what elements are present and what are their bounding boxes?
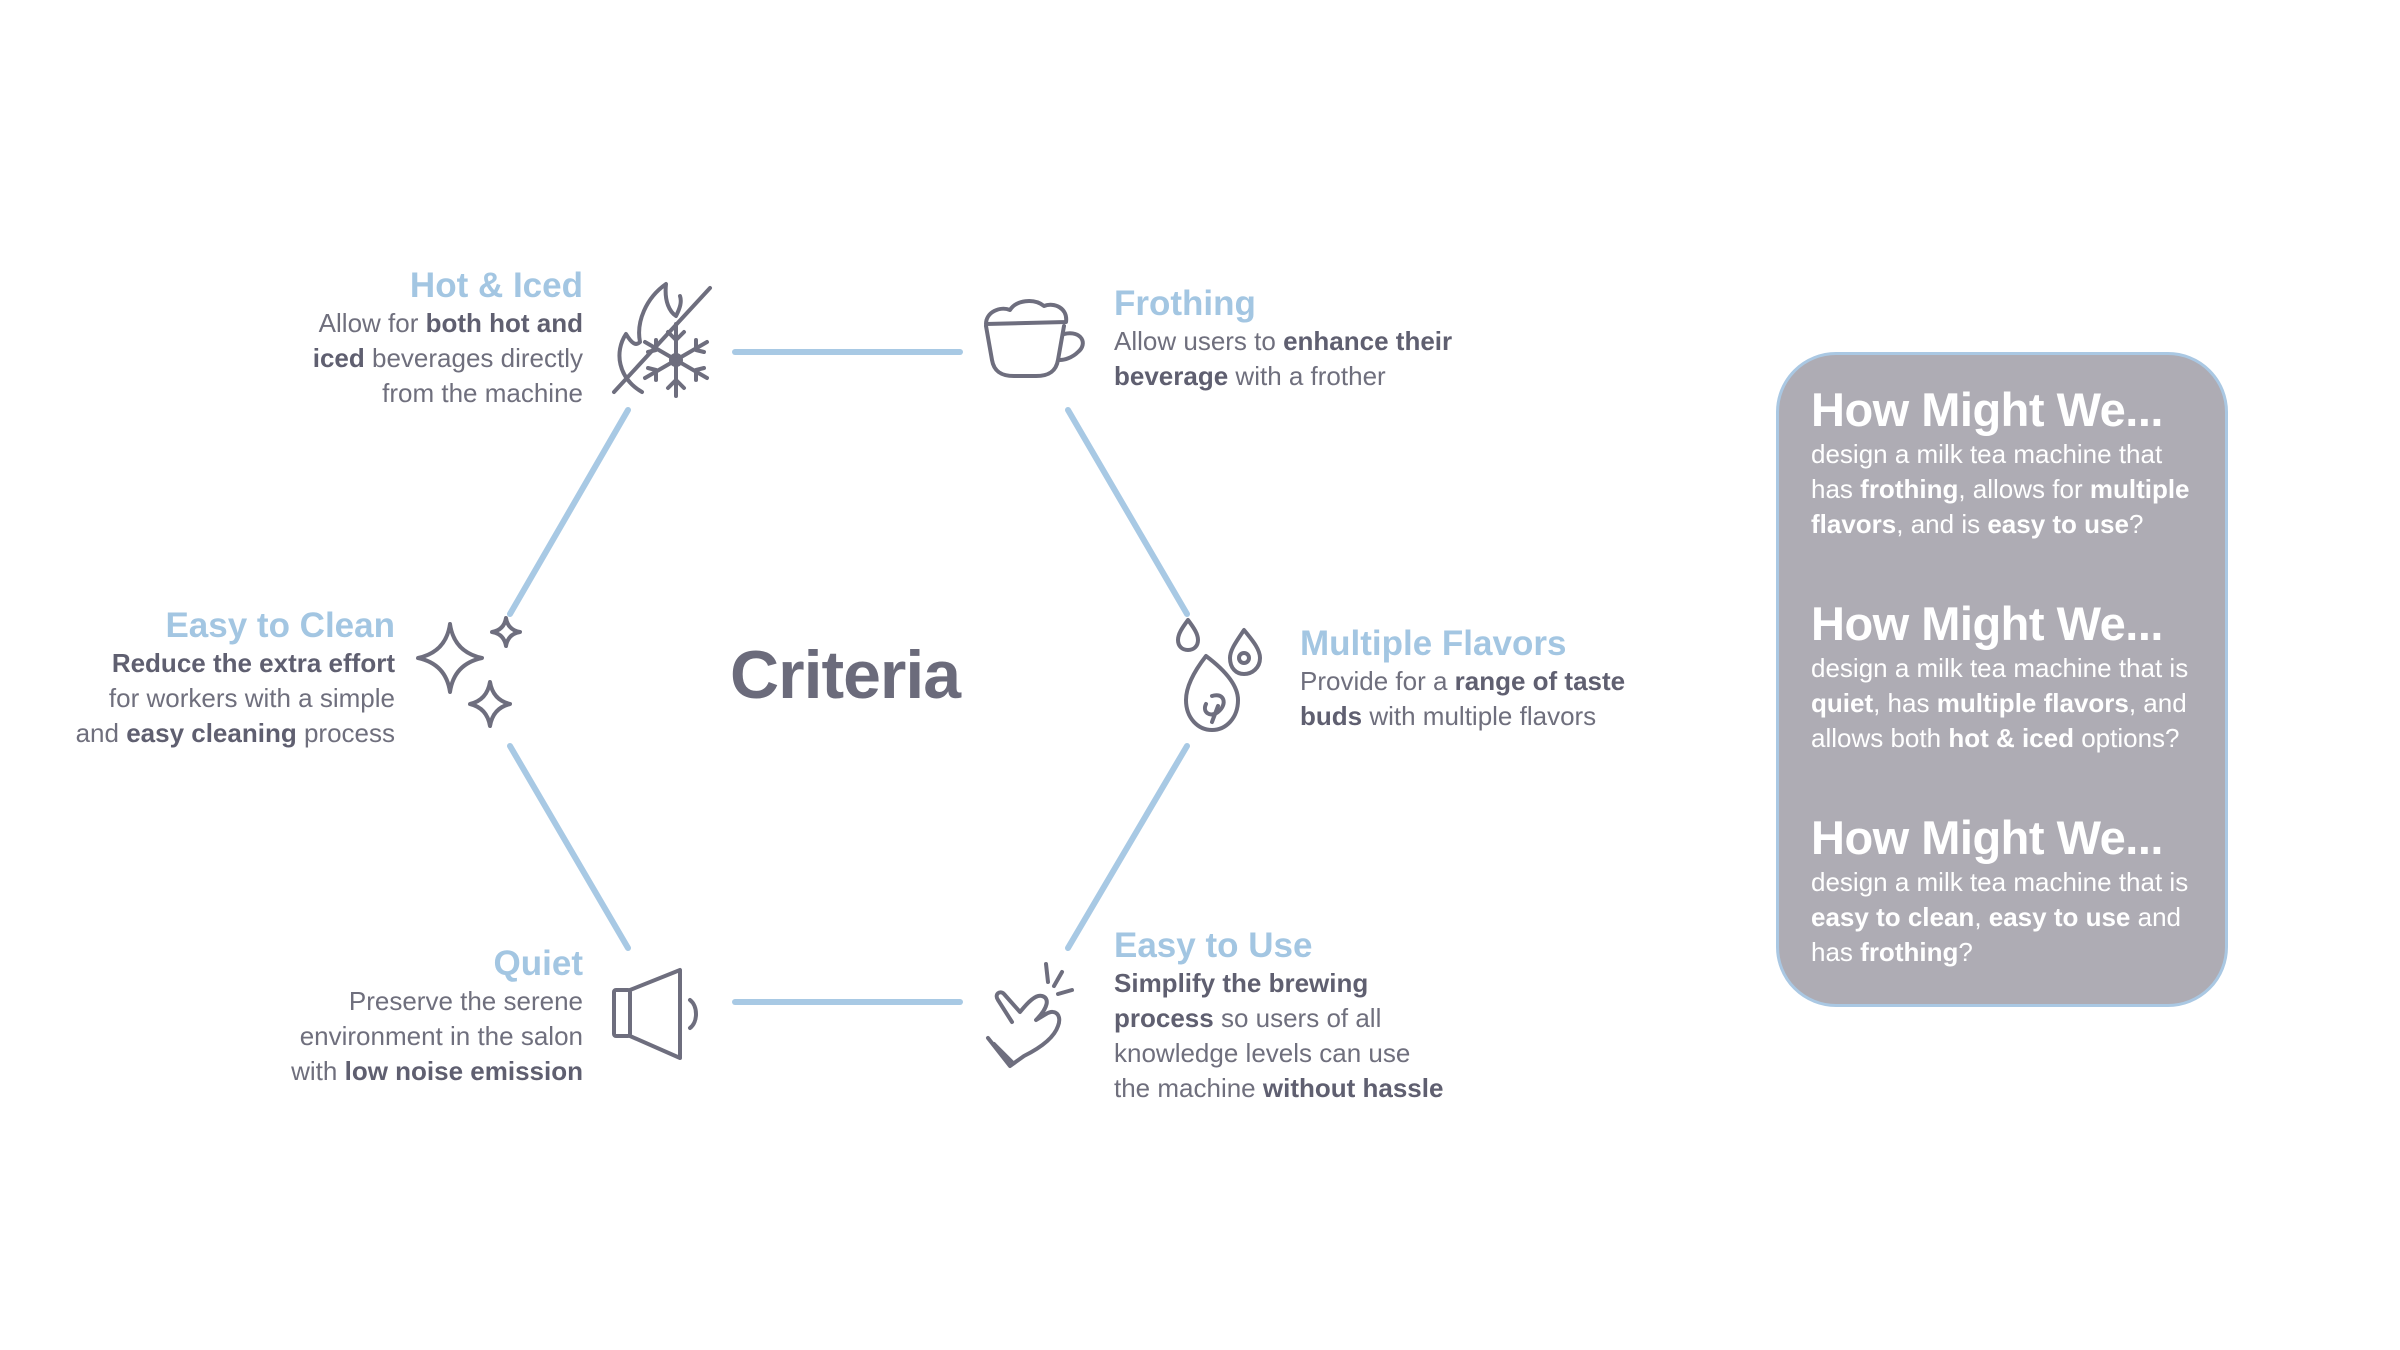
body-text: environment in the salon [299, 1021, 583, 1051]
line-lower-left [507, 743, 631, 951]
criterion-description: Simplify the brewing process so users of … [1114, 966, 1554, 1106]
line-upper-left [507, 407, 631, 617]
body-text: , and is [1896, 509, 1988, 539]
diagram-title: Criteria [730, 637, 961, 713]
criterion-title: Hot & Iced [409, 266, 583, 305]
body-text: has [1811, 474, 1861, 504]
emphasis-text: Simplify the brewing [1114, 968, 1369, 998]
body-text: design a milk tea machine that is [1811, 867, 2189, 897]
body-text: design a milk tea machine that is [1811, 653, 2189, 683]
criterion-description: Preserve the serene environment in the sa… [215, 984, 583, 1089]
finger-snap-icon [984, 960, 1080, 1072]
how-might-we-panel: How Might We... design a milk tea machin… [1776, 352, 2228, 1007]
body-text: with [291, 1056, 345, 1086]
hmw-block: How Might We... design a milk tea machin… [1811, 383, 2231, 542]
emphasis-text: beverage [1114, 361, 1229, 391]
body-text: , allows for [1958, 474, 2090, 504]
emphasis-text: easy to use [1987, 509, 2129, 539]
criterion-title: Multiple Flavors [1300, 624, 1567, 663]
body-text: options? [2073, 723, 2180, 753]
flavor-drops-icon [1172, 616, 1268, 740]
body-text: beverages directly [364, 343, 583, 373]
criterion-title: Quiet [493, 944, 583, 983]
sparkles-icon [410, 614, 530, 738]
body-text: the machine [1114, 1073, 1263, 1103]
body-text: ? [2128, 509, 2144, 539]
criterion-description: Allow for both hot and iced beverages dir… [215, 306, 583, 411]
body-text: , and [2128, 688, 2187, 718]
coffee-cup-icon [980, 298, 1090, 380]
fire-snowflake-icon [606, 272, 718, 404]
emphasis-text: buds [1300, 701, 1363, 731]
body-text: knowledge levels can use [1114, 1038, 1411, 1068]
emphasis-text: process [1114, 1003, 1214, 1033]
hmw-block: How Might We... design a milk tea machin… [1811, 597, 2231, 756]
body-text: design a milk tea machine that [1811, 439, 2163, 469]
criterion-multiple-flavors: Multiple Flavors Provide for a range of … [1300, 624, 1740, 734]
body-text: Provide for a [1300, 666, 1455, 696]
emphasis-text: low noise emission [344, 1056, 583, 1086]
body-text: from the machine [382, 378, 583, 408]
criterion-title: Easy to Clean [165, 606, 395, 645]
emphasis-text: easy to clean [1811, 902, 1975, 932]
criterion-description: Provide for a range of taste buds with mu… [1300, 664, 1740, 734]
hmw-heading: How Might We... [1811, 811, 2163, 864]
body-text: ? [1958, 937, 1973, 967]
criterion-title: Frothing [1114, 284, 1256, 323]
body-text: , [1974, 902, 1989, 932]
emphasis-text: hot & iced [1948, 723, 2074, 753]
emphasis-text: Reduce the extra effort [111, 648, 395, 678]
body-text: allows both [1811, 723, 1949, 753]
line-lower-right [1065, 743, 1190, 951]
emphasis-text: range of taste [1454, 666, 1626, 696]
line-upper-right [1065, 407, 1190, 617]
criterion-description: Allow users to enhance their beverage wit… [1114, 324, 1534, 394]
body-text: with a frother [1228, 361, 1386, 391]
body-text: has [1811, 937, 1861, 967]
emphasis-text: easy to use [1988, 902, 2131, 932]
body-text: so users of all [1213, 1003, 1382, 1033]
body-text: and [75, 718, 127, 748]
criterion-description: Reduce the extra effort for workers with … [60, 646, 395, 751]
body-text: Allow users to [1114, 326, 1284, 356]
hmw-question: design a milk tea machine that is easy to… [1811, 865, 2231, 970]
criterion-frothing: Frothing Allow users to enhance their bev… [1114, 284, 1534, 394]
body-text: for workers with a simple [108, 683, 395, 713]
emphasis-text: iced [312, 343, 365, 373]
speaker-icon [610, 966, 706, 1062]
criterion-title: Easy to Use [1114, 926, 1313, 965]
criterion-quiet: Quiet Preserve the serene environment in … [215, 944, 583, 1089]
emphasis-text: both hot and [425, 308, 583, 338]
emphasis-text: flavors [1811, 509, 1897, 539]
criterion-hot-iced: Hot & Iced Allow for both hot and iced be… [215, 266, 583, 411]
hmw-block: How Might We... design a milk tea machin… [1811, 811, 2231, 970]
criterion-easy-use: Easy to Use Simplify the brewing process … [1114, 926, 1554, 1106]
body-text: Preserve the serene [348, 986, 583, 1016]
body-text: , has [1873, 688, 1937, 718]
emphasis-text: multiple [2089, 474, 2190, 504]
body-text: with multiple flavors [1362, 701, 1597, 731]
emphasis-text: multiple flavors [1936, 688, 2129, 718]
hmw-question: design a milk tea machine that has frothi… [1811, 437, 2231, 542]
hmw-heading: How Might We... [1811, 597, 2163, 650]
criterion-easy-clean: Easy to Clean Reduce the extra effort for… [60, 606, 395, 751]
emphasis-text: quiet [1811, 688, 1874, 718]
emphasis-text: frothing [1860, 937, 1959, 967]
emphasis-text: without hassle [1262, 1073, 1444, 1103]
body-text: and [2130, 902, 2182, 932]
body-text: Allow for [318, 308, 426, 338]
emphasis-text: easy cleaning [126, 718, 297, 748]
hmw-heading: How Might We... [1811, 383, 2163, 436]
emphasis-text: frothing [1860, 474, 1959, 504]
emphasis-text: enhance their [1283, 326, 1453, 356]
body-text: process [296, 718, 395, 748]
